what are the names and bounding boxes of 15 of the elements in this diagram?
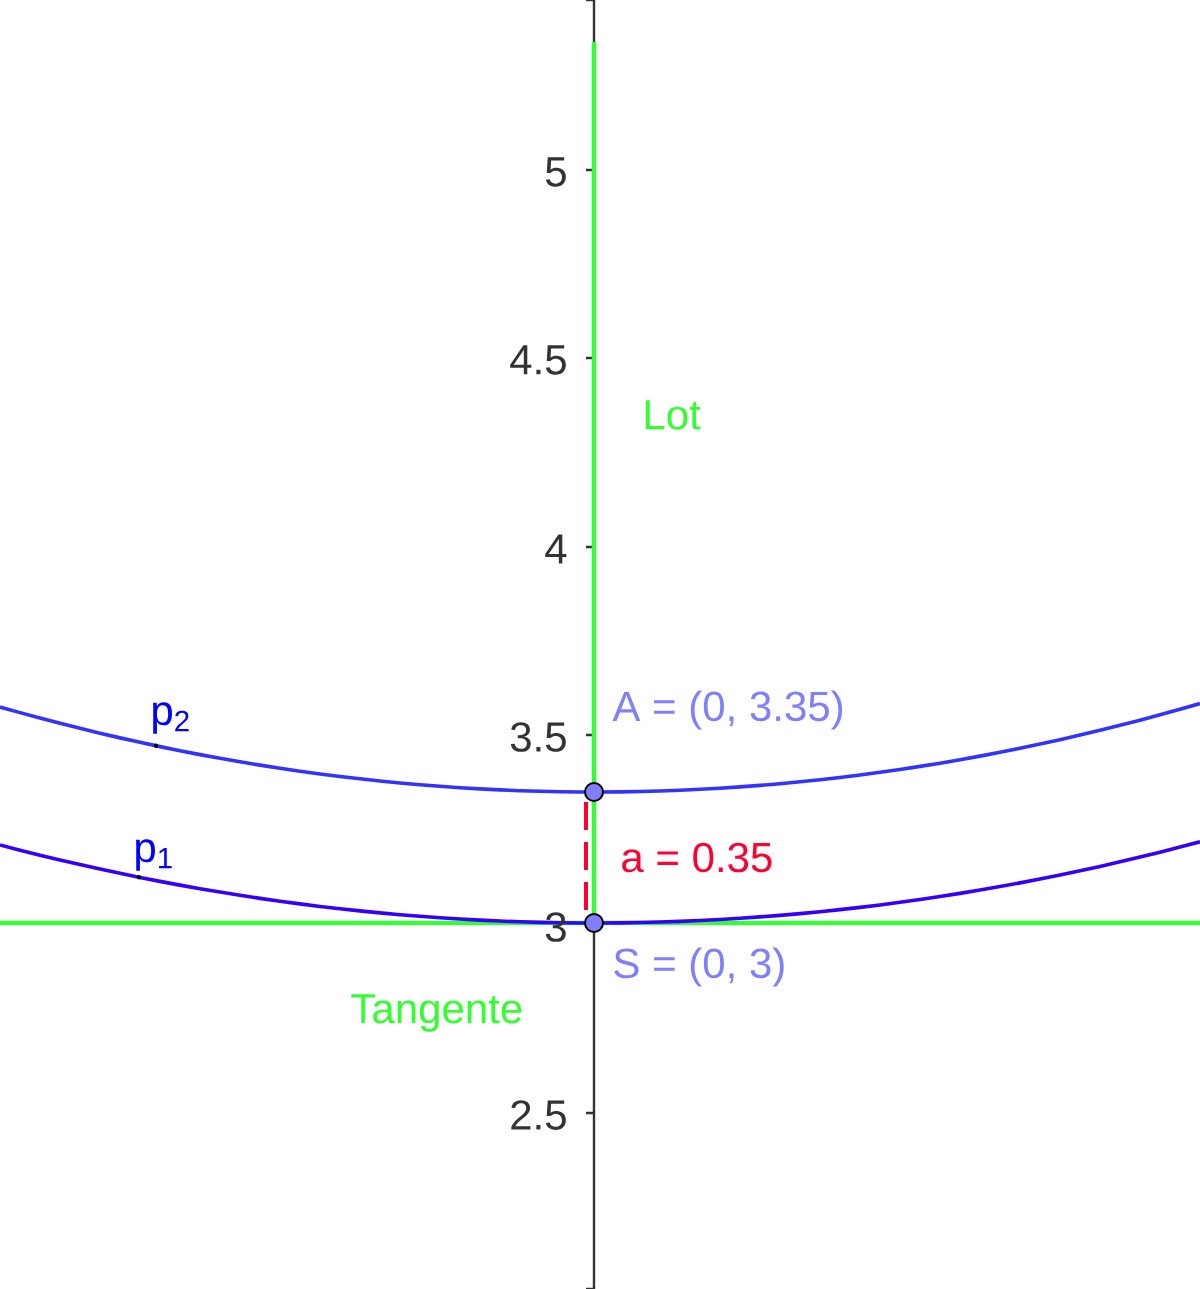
edge-label: a = 0.35 xyxy=(622,842,772,873)
line-label: Tangente xyxy=(351,994,522,1032)
tick-label: 4.5 xyxy=(510,345,566,375)
tick-label: 4 xyxy=(545,534,567,564)
tick-label: 2.5 xyxy=(511,1100,566,1130)
tick-label: 5 xyxy=(545,157,566,187)
point-label: S = (0, 3) xyxy=(614,947,784,987)
distance-segment xyxy=(584,802,588,913)
point-marker xyxy=(584,913,604,933)
line-label: Lot xyxy=(645,400,701,430)
curve-label: p$_{2}$ xyxy=(153,702,189,734)
point-marker xyxy=(584,782,604,802)
tick-label: 3.5 xyxy=(510,722,566,752)
point-label: A = (0, 3.35) xyxy=(612,690,843,730)
curve-label: p$_{1}$ xyxy=(136,839,172,871)
